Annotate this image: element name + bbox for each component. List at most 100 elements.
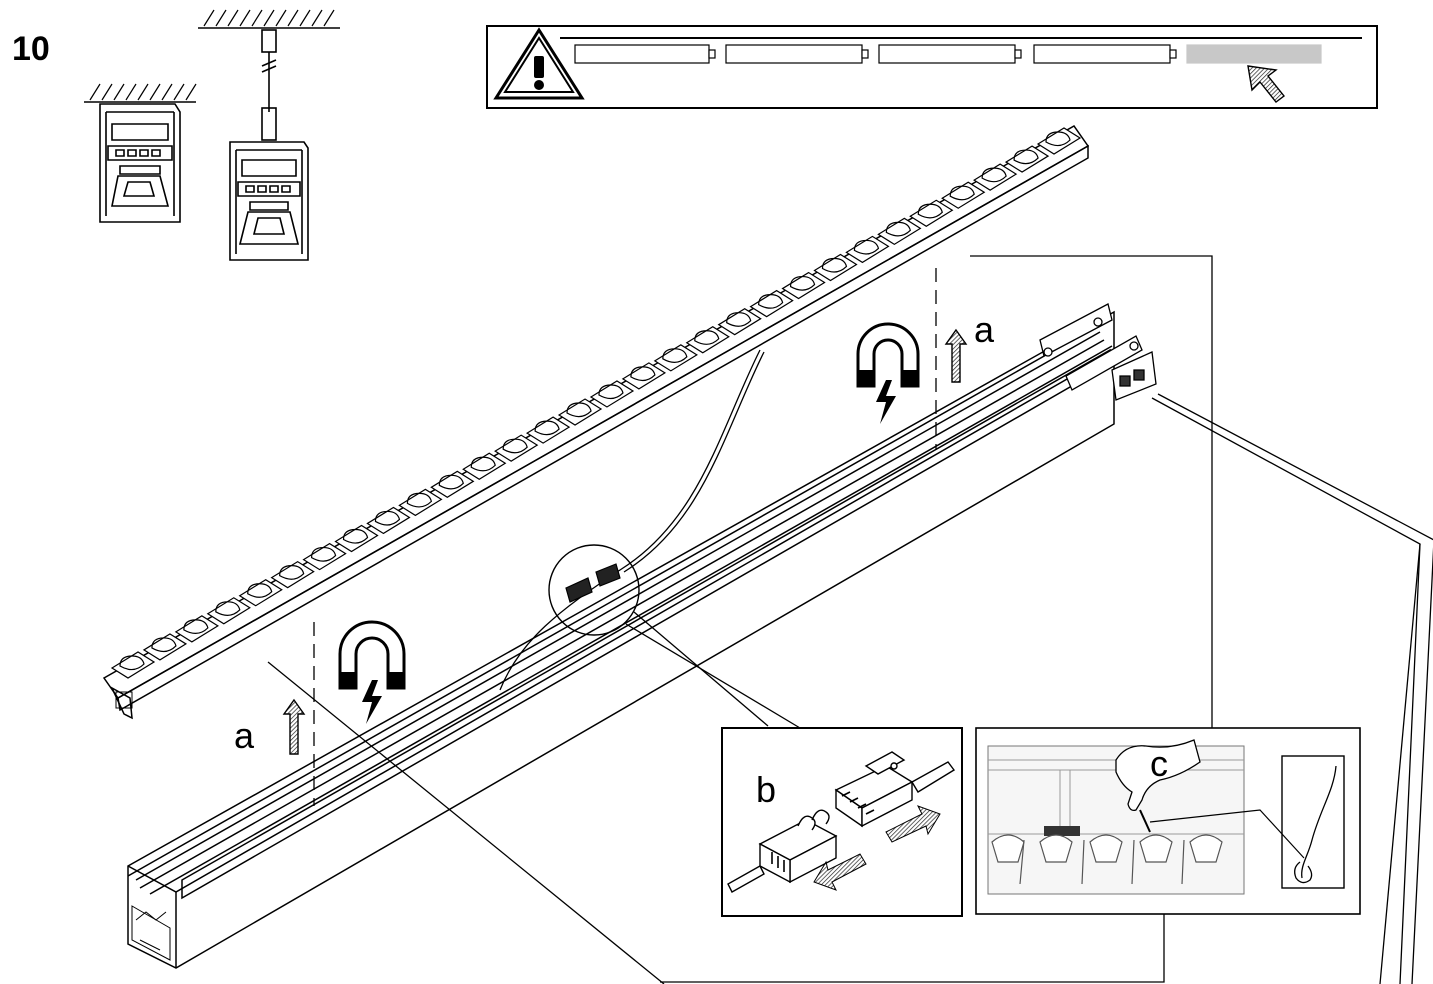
reflector-cell [813, 253, 858, 282]
reflector-cell-inner [662, 348, 688, 363]
lightning-icon [362, 680, 382, 724]
warning-triangle-icon [493, 27, 585, 100]
reflector-cell [1036, 127, 1082, 155]
reflector-cell-inner [470, 456, 496, 472]
reflector-cell [685, 326, 730, 354]
reflector-cell-inner [279, 565, 305, 580]
reflector-cell-inner [853, 239, 880, 255]
segment-2 [725, 44, 863, 64]
reflector-cell [877, 217, 922, 246]
reflector-cell-inner [502, 438, 528, 454]
reflector-module [102, 125, 1090, 720]
push-arrow-icon [885, 805, 941, 843]
clip-row [991, 834, 1223, 885]
reflector-cell-inner [630, 366, 656, 381]
reflector-cell [1004, 145, 1050, 173]
segment-1 [574, 44, 710, 64]
reflector-cell [749, 289, 794, 318]
end-bracket [1039, 303, 1157, 401]
reflector-cell [398, 488, 443, 517]
reflector-cell-inner [215, 601, 241, 616]
reflector-cell-inner [598, 384, 624, 400]
hand-icon [1115, 739, 1201, 812]
reflector-cell [238, 579, 283, 607]
label-c: c [1150, 743, 1168, 784]
reflector-cell-inner [821, 257, 848, 273]
magnet-icon [338, 620, 406, 690]
reflector-cell-inner [534, 420, 560, 436]
reflector-cell-inner [758, 294, 784, 309]
step-number: 10 [12, 30, 50, 68]
reflector-cell-inner [438, 474, 464, 490]
reflector-cell [366, 506, 411, 535]
connector-plug [565, 563, 621, 603]
segment-4 [1033, 44, 1171, 64]
label-a-lower: a [234, 715, 255, 756]
reflector-cell-inner [949, 185, 975, 201]
connector-female [834, 751, 956, 828]
reflector-cell-inner [1045, 131, 1071, 147]
label-a-upper: a [974, 309, 995, 350]
reflector-cell-inner [981, 167, 1007, 183]
reflector-cell-inner [566, 402, 592, 418]
reflector-cells [110, 127, 1082, 679]
reflector-cell [845, 235, 890, 264]
reflector-cell [909, 199, 954, 227]
connector-male [727, 809, 838, 893]
reflector-cell-inner [694, 330, 720, 345]
reflector-cell [941, 181, 986, 209]
magnet-icon [856, 322, 920, 388]
segment-3 [878, 44, 1016, 64]
reflector-cell-inner [119, 655, 145, 671]
pendant-mount-section [198, 9, 340, 261]
reflector-cell [557, 398, 603, 426]
reflector-cell [525, 416, 571, 444]
hook-icon [1294, 765, 1337, 884]
ceiling-mount-section [84, 83, 197, 223]
reflector-cell [781, 271, 826, 300]
reflector-cell [621, 362, 667, 390]
pull-arrow-icon [813, 853, 867, 891]
arrow-up-icon [944, 328, 968, 383]
reflector-cell [174, 615, 220, 643]
reflector-cell [110, 651, 156, 679]
reflector-cell-inner [342, 528, 369, 544]
reflector-cell [206, 597, 251, 625]
reflector-cell-inner [406, 492, 433, 508]
reflector-cell [653, 344, 698, 372]
segment-strip [574, 44, 1322, 64]
segment-5-highlighted [1186, 44, 1322, 64]
reflector-cell [717, 307, 762, 336]
reflector-cell [270, 560, 315, 589]
reflector-cell [494, 434, 539, 462]
reflector-cell-inner [726, 312, 752, 327]
reflector-cell-inner [1013, 149, 1039, 165]
reflector-cell-inner [789, 275, 816, 291]
cursor-arrow-icon [1247, 65, 1285, 103]
reflector-cell-inner [310, 546, 337, 562]
housing-profile [127, 310, 1115, 969]
reflector-cell [972, 163, 1018, 191]
reflector-cell-inner [151, 637, 177, 653]
reflector-cell [302, 542, 347, 571]
label-b: b [756, 769, 776, 810]
cable [499, 349, 765, 691]
lightning-icon [876, 380, 896, 424]
reflector-cell [430, 470, 475, 499]
reflector-cell [589, 380, 635, 408]
reflector-cell-inner [374, 510, 401, 526]
detail-box-c: c [975, 727, 1361, 915]
reflector-cell-inner [247, 583, 273, 598]
reflector-cell [462, 452, 507, 480]
reflector-cell [334, 524, 379, 553]
warning-box [486, 25, 1378, 109]
arrow-up-icon [282, 698, 306, 755]
reflector-cell [142, 633, 188, 661]
leader-lines [267, 255, 1433, 984]
reflector-cell-inner [885, 221, 912, 237]
connector-detail-circle [548, 544, 640, 636]
detail-box-b: b [721, 727, 963, 917]
reflector-cell-inner [183, 619, 209, 634]
reflector-cell-inner [917, 203, 943, 219]
